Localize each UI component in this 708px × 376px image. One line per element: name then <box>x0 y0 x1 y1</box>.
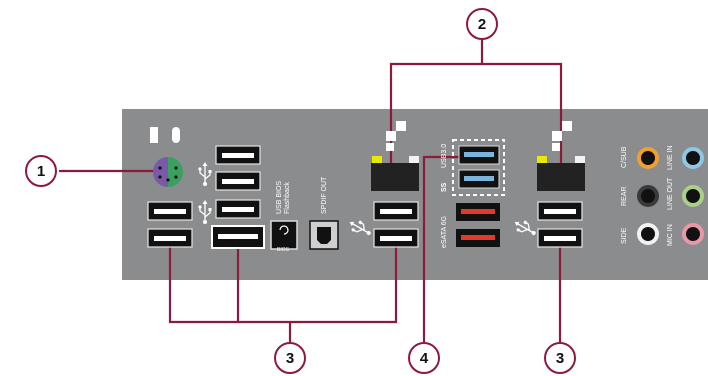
io-panel <box>122 109 708 280</box>
usb3-port <box>458 169 500 189</box>
callout-3-right: 3 <box>544 342 576 374</box>
esata-label: eSATA 6G <box>441 215 448 248</box>
bios-flashback-button <box>270 220 298 250</box>
audio-jack-icon <box>637 185 659 207</box>
spdif-out-port <box>309 220 339 250</box>
csub-label: C/SUB <box>621 146 628 168</box>
mic-in-label: MIC IN <box>667 224 674 246</box>
callout-3-left: 3 <box>274 342 306 374</box>
audio-jack-icon <box>682 185 704 207</box>
esata-port <box>456 229 500 247</box>
callout-2: 2 <box>466 8 498 40</box>
spdif-optical-icon <box>317 227 331 244</box>
ps2-port <box>150 127 183 187</box>
ss-label: SS <box>441 182 448 192</box>
lan-port-left <box>371 121 419 191</box>
audio-jack-icon <box>637 223 659 245</box>
audio-jack-icon <box>682 147 704 169</box>
usb-bios-flashback-port <box>211 225 265 249</box>
audio-jack-icon <box>637 147 659 169</box>
usb30-label: USB3.0 <box>441 143 448 168</box>
audio-jack-icon <box>682 223 704 245</box>
lan-port-right <box>537 121 585 191</box>
callout-1: 1 <box>25 155 57 187</box>
usb-bios-flashback-label: USB BIOS Flashback <box>276 180 291 214</box>
callout-4: 4 <box>408 342 440 374</box>
audio-jacks <box>637 147 704 245</box>
usb3-port <box>458 145 500 165</box>
callout-lines <box>59 38 563 342</box>
spdif-out-label: SPDIF OUT <box>321 176 328 214</box>
bios-flashback-icon <box>279 225 289 235</box>
line-in-label: LINE IN <box>667 145 674 170</box>
lan-port-icon <box>537 163 585 191</box>
rear-label: REAR <box>621 186 628 206</box>
bios-button-label: BIOS <box>277 247 289 253</box>
usb3-highlight-box <box>452 139 505 196</box>
esata-port <box>456 203 500 221</box>
line-out-label: LINE OUT <box>667 177 674 210</box>
lan-port-icon <box>371 163 419 191</box>
side-label: SIDE <box>621 227 628 244</box>
